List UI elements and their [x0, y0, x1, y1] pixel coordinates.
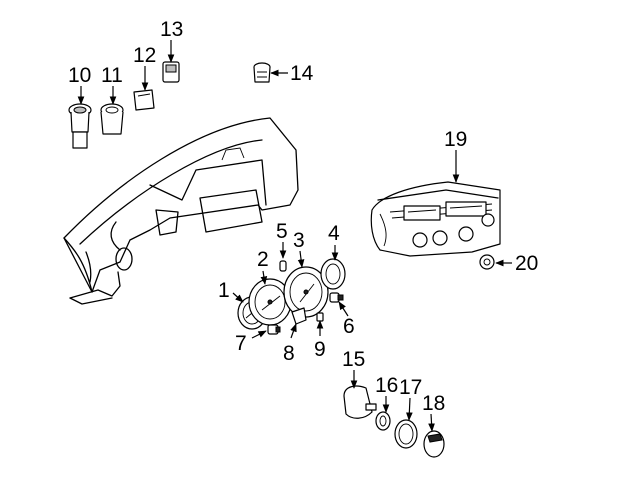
part-10-lighter [68, 103, 92, 149]
part-12-switch [133, 89, 155, 111]
callout-5: 5 [276, 220, 288, 243]
callout-17: 17 [399, 376, 422, 399]
part-4-small-gauge [320, 258, 346, 290]
part-2-speedometer [248, 278, 292, 326]
callout-12: 12 [133, 44, 156, 67]
callout-4: 4 [328, 222, 340, 245]
callout-2: 2 [257, 248, 269, 271]
part-16-spring [375, 411, 391, 431]
callout-1: 1 [218, 279, 230, 302]
part-5-bulb [279, 260, 287, 272]
part-14-knob [253, 62, 271, 83]
callout-20: 20 [515, 252, 538, 275]
part-11-lighter-socket [100, 103, 124, 135]
callout-7: 7 [235, 332, 247, 355]
callout-9: 9 [314, 338, 326, 361]
callout-8: 8 [283, 342, 295, 365]
part-8-bracket [291, 307, 307, 325]
callout-11: 11 [101, 64, 123, 87]
part-19-climate-control [370, 181, 501, 257]
part-13-switch [162, 61, 180, 83]
part-18-control-knob [423, 430, 445, 458]
callout-18: 18 [422, 392, 445, 415]
part-9-clip [316, 312, 324, 322]
part-6-socket [329, 292, 344, 303]
leader-lines [77, 40, 512, 432]
callout-labels: 1 2 3 4 5 6 7 8 9 10 11 12 13 14 15 16 1… [68, 18, 538, 415]
callout-19: 19 [444, 128, 467, 151]
part-7-socket [267, 324, 281, 335]
part-15-switch-body [343, 385, 377, 419]
callout-14: 14 [290, 62, 314, 85]
callout-13: 13 [160, 18, 183, 41]
callout-16: 16 [375, 374, 398, 397]
part-17-bezel-ring [394, 419, 418, 449]
gauge-cluster [237, 258, 346, 335]
callout-6: 6 [343, 315, 355, 338]
part-20-knob [479, 254, 495, 270]
callout-3: 3 [293, 229, 305, 252]
callout-15: 15 [342, 348, 365, 371]
callout-10: 10 [68, 64, 91, 87]
instrument-panel [63, 117, 299, 305]
